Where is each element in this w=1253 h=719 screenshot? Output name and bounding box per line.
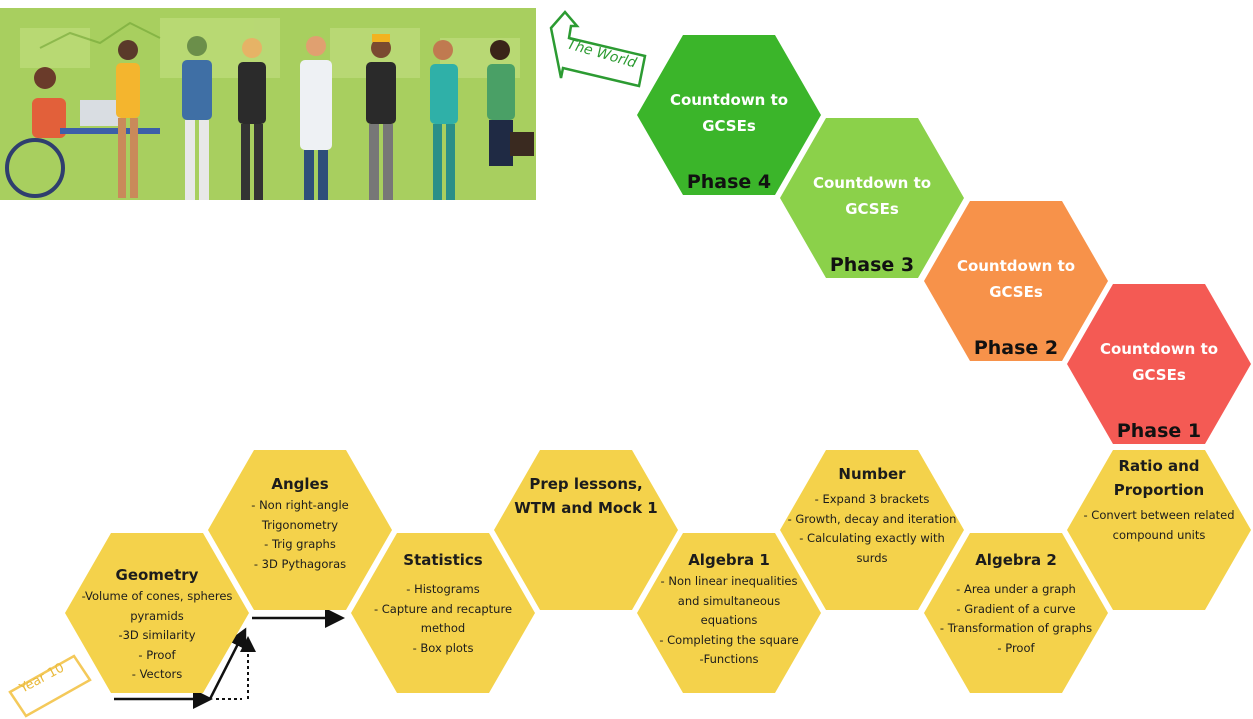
topic-line: - Completing the square <box>659 632 799 647</box>
topic-title: Number <box>838 465 906 483</box>
topic-line: - Box plots <box>412 640 474 655</box>
topic-line: pyramids <box>130 608 184 623</box>
topic-line: - Histograms <box>406 582 480 596</box>
topic-line: compound units <box>1112 527 1206 542</box>
topic-ratio-hex: Ratio and Proportion - Convert between r… <box>1067 450 1251 610</box>
phase-3-countdown-line2: GCSEs <box>845 200 899 218</box>
topic-prep-hex: Prep lessons, WTM and Mock 1 <box>494 450 678 610</box>
phase-4-label: Phase 4 <box>686 171 772 193</box>
topic-angles-hex: Angles - Non right-angle Trigonometry - … <box>208 450 392 610</box>
topic-title: Proportion <box>1113 481 1205 499</box>
phase-2-label: Phase 2 <box>973 337 1059 359</box>
phase-4-hex: Countdown to GCSEs Phase 4 <box>637 35 821 195</box>
topic-line: -Functions <box>699 652 759 666</box>
topic-line: - Expand 3 brackets <box>814 492 930 506</box>
topic-line: - Non right-angle <box>251 498 349 512</box>
phase-2-hex: Countdown to GCSEs Phase 2 <box>924 201 1108 361</box>
topic-algebra1-hex: Algebra 1 - Non linear inequalities and … <box>637 533 821 693</box>
path-arrows <box>114 610 345 709</box>
phase-1-countdown-line2: GCSEs <box>1132 366 1186 384</box>
topic-line: - Area under a graph <box>956 582 1076 596</box>
topic-line: - Vectors <box>131 667 183 681</box>
phase-1-countdown-line1: Countdown to <box>1099 340 1219 358</box>
topic-line: - Gradient of a curve <box>956 601 1076 616</box>
phase-1-label: Phase 1 <box>1116 420 1202 442</box>
topic-line: -Volume of cones, spheres <box>81 589 233 603</box>
topic-title: Algebra 1 <box>688 551 770 569</box>
topic-line: - Trig graphs <box>264 537 336 551</box>
topic-line: Trigonometry <box>261 517 339 532</box>
arrow-diagonal <box>208 627 247 700</box>
topic-line: surds <box>856 550 888 565</box>
workforce-illustration <box>0 8 536 200</box>
phase-3-hex: Countdown to GCSEs Phase 3 <box>780 118 964 278</box>
topic-line: method <box>420 621 466 635</box>
topic-line: - Proof <box>138 647 176 662</box>
topic-line: equations <box>700 613 758 627</box>
topic-line: - Convert between related <box>1083 508 1235 522</box>
topic-algebra2-hex: Algebra 2 - Area under a graph - Gradien… <box>924 533 1108 693</box>
topic-title: Statistics <box>403 551 483 569</box>
topic-line: and simultaneous <box>677 593 781 608</box>
topic-title: WTM and Mock 1 <box>514 499 658 517</box>
topic-number-hex: Number - Expand 3 brackets - Growth, dec… <box>780 450 964 610</box>
topic-line: - Proof <box>997 640 1035 655</box>
topic-line: - Transformation of graphs <box>939 621 1093 635</box>
topic-title: Angles <box>271 475 329 493</box>
phase-4-countdown-line1: Countdown to <box>669 91 789 109</box>
topic-line: - Growth, decay and iteration <box>787 511 957 526</box>
topic-geometry-hex: Geometry -Volume of cones, spheres pyram… <box>65 533 249 693</box>
topic-statistics-hex: Statistics - Histograms - Capture and re… <box>351 533 535 693</box>
phase-2-countdown-line2: GCSEs <box>989 283 1043 301</box>
topic-line: - 3D Pythagoras <box>253 556 347 571</box>
topic-line: -3D similarity <box>118 628 196 642</box>
phase-3-countdown-line1: Countdown to <box>812 174 932 192</box>
topic-title: Geometry <box>115 566 199 584</box>
year-tag-icon <box>8 654 92 718</box>
topic-line: - Calculating exactly with <box>799 531 945 545</box>
topic-line: - Non linear inequalities <box>660 574 798 588</box>
phase-2-countdown-line1: Countdown to <box>956 257 1076 275</box>
topic-title: Ratio and <box>1118 457 1200 475</box>
phase-3-label: Phase 3 <box>829 254 915 276</box>
phase-4-countdown-line2: GCSEs <box>702 117 756 135</box>
topic-title: Prep lessons, <box>529 475 643 493</box>
people-illustration <box>0 8 536 200</box>
world-arrow-tag-icon <box>549 10 647 88</box>
phase-1-hex: Countdown to GCSEs Phase 1 <box>1067 284 1251 444</box>
topic-line: - Capture and recapture <box>373 601 513 616</box>
topic-title: Algebra 2 <box>975 551 1057 569</box>
